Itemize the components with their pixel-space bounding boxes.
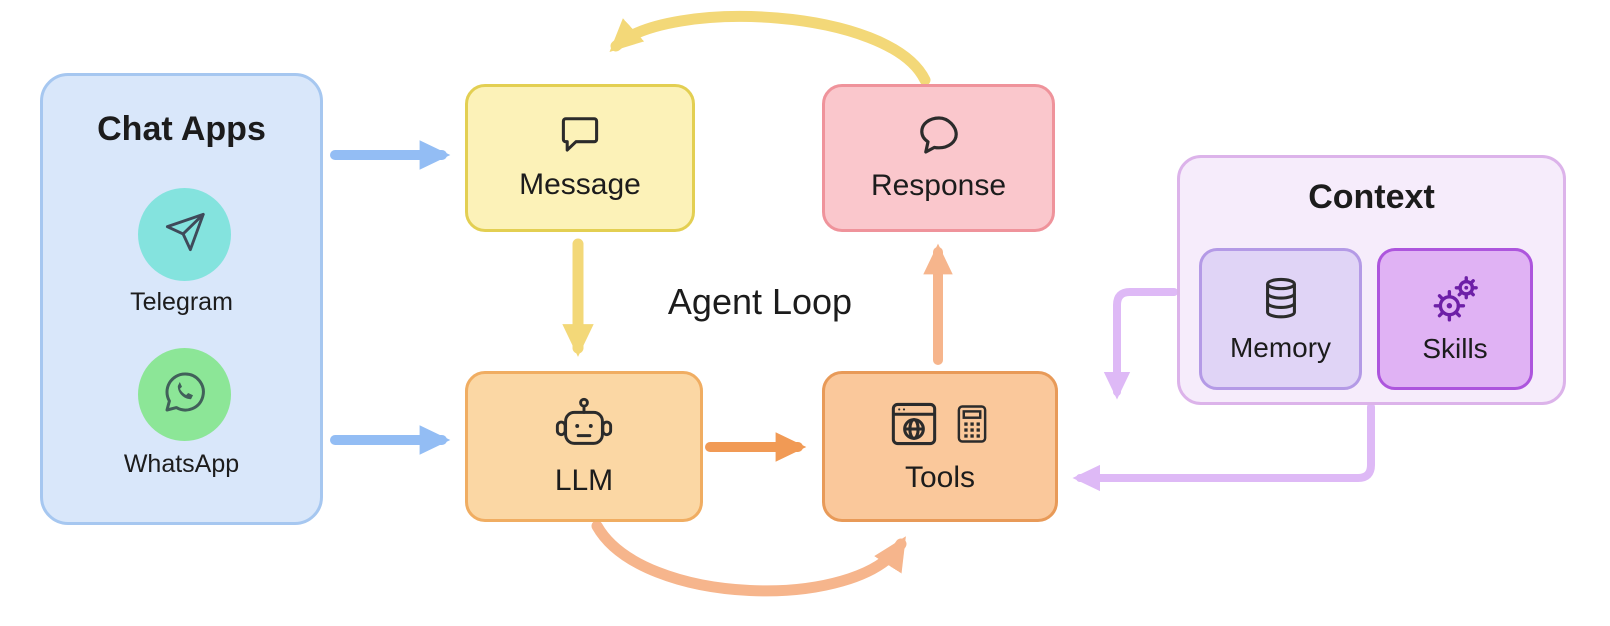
database-icon	[1258, 274, 1304, 329]
tools-label: Tools	[904, 460, 976, 494]
arrow-loop-top-curve	[609, 10, 931, 86]
arrow-context-to-tools-right	[1072, 403, 1375, 492]
telegram-icon	[162, 209, 208, 260]
whatsapp-icon	[161, 368, 209, 421]
skills-label: Skills	[1422, 333, 1488, 364]
llm-label: LLM	[554, 463, 614, 497]
whatsapp-label: WhatsApp	[123, 450, 240, 478]
memory-label: Memory	[1229, 332, 1332, 363]
tools-node: Tools	[822, 371, 1058, 522]
message-node: Message	[465, 84, 695, 232]
chat-apps-title: Chat Apps	[97, 110, 266, 148]
telegram-badge	[138, 188, 231, 281]
arrow-loop-bottom-curve	[591, 520, 907, 597]
memory-node: Memory	[1199, 248, 1362, 390]
response-node: Response	[822, 84, 1055, 232]
skills-node: Skills	[1377, 248, 1533, 390]
whatsapp-badge	[138, 348, 231, 441]
gears-icon	[1428, 273, 1482, 330]
telegram-label: Telegram	[130, 288, 233, 316]
response-label: Response	[870, 169, 1007, 202]
context-title: Context	[1308, 178, 1435, 216]
browser-icon	[887, 399, 941, 454]
chat-apps-panel: Chat Apps Telegram WhatsApp	[40, 73, 323, 525]
llm-node: LLM	[465, 371, 703, 522]
tools-icons	[887, 399, 993, 454]
message-label: Message	[519, 168, 641, 201]
robot-icon	[553, 396, 615, 457]
speech-bubble-square-icon	[557, 114, 603, 161]
calculator-icon	[951, 399, 993, 454]
context-panel: Context Memory	[1177, 155, 1566, 405]
arrow-context-to-tools-top	[1103, 288, 1178, 400]
speech-bubble-round-icon	[915, 113, 963, 162]
agent-loop-title: Agent Loop	[667, 281, 853, 322]
